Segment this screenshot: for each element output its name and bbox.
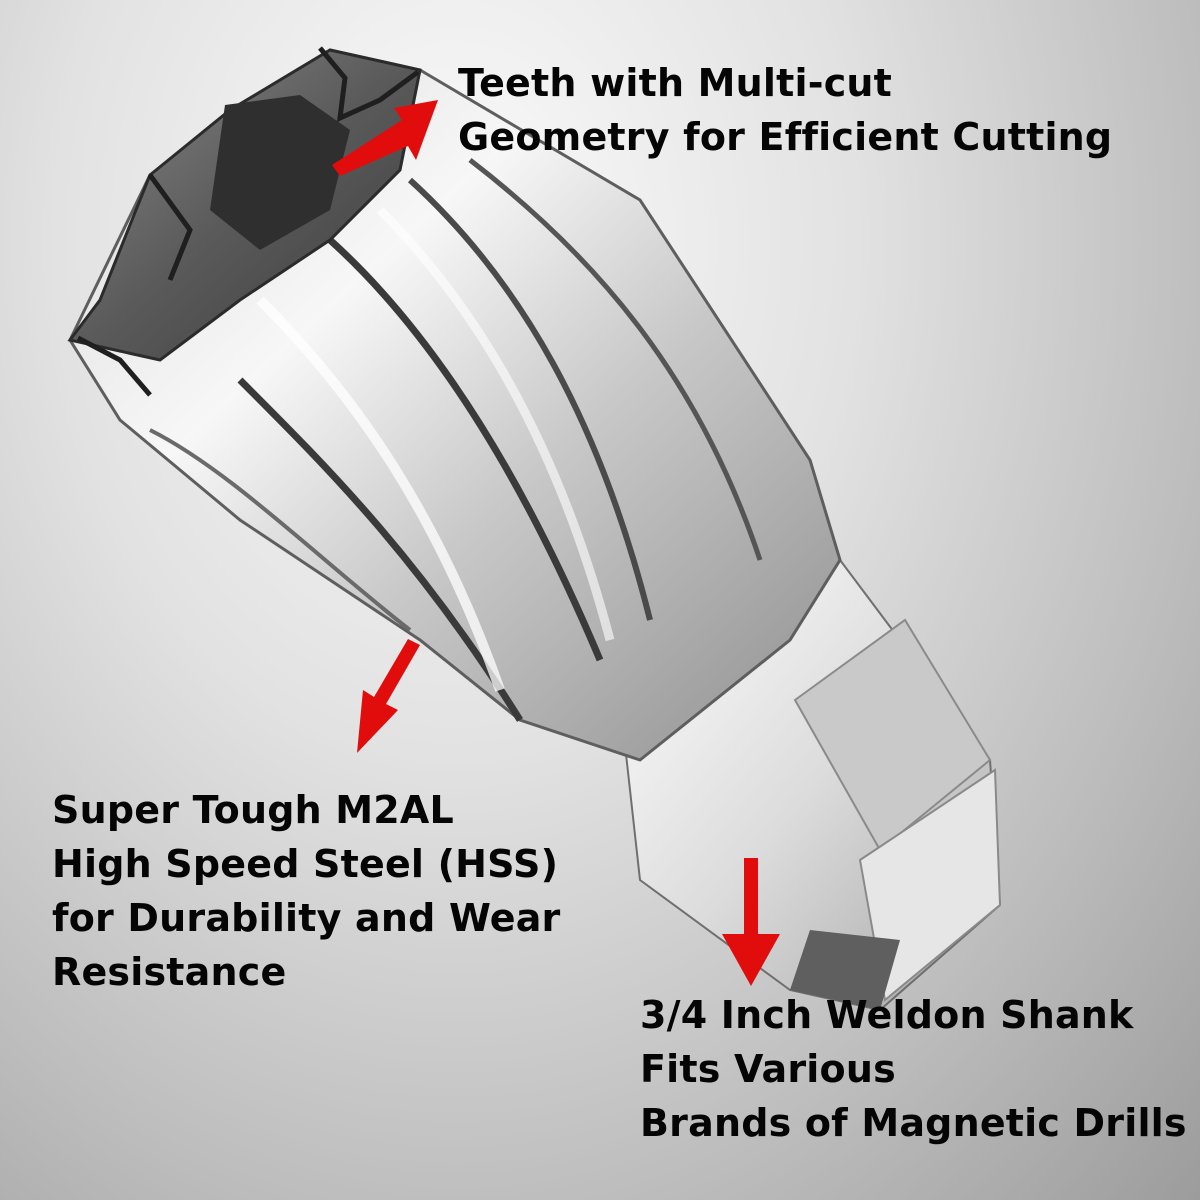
shank-callout-line: Brands of Magnetic Drills xyxy=(640,1101,1187,1145)
teeth-arrow xyxy=(332,100,438,176)
teeth-callout: Teeth with Multi-cut Geometry for Effici… xyxy=(458,56,1112,164)
shank-arrow xyxy=(722,858,780,986)
cutting-teeth xyxy=(67,46,422,397)
steel-arrow xyxy=(357,639,420,753)
steel-callout: Super Tough M2AL High Speed Steel (HSS) … xyxy=(52,783,560,999)
teeth-callout-line: Geometry for Efficient Cutting xyxy=(458,115,1113,159)
shank-callout-line: Fits Various xyxy=(640,1047,896,1091)
shank-callout-line: 3/4 Inch Weldon Shank xyxy=(640,993,1134,1037)
shank-callout: 3/4 Inch Weldon Shank Fits Various Brand… xyxy=(640,988,1187,1150)
steel-callout-line: Super Tough M2AL xyxy=(52,788,454,832)
steel-callout-line: for Durability and Wear xyxy=(52,896,561,940)
steel-callout-line: Resistance xyxy=(52,950,287,994)
steel-callout-line: High Speed Steel (HSS) xyxy=(52,842,559,886)
teeth-callout-line: Teeth with Multi-cut xyxy=(458,61,893,105)
